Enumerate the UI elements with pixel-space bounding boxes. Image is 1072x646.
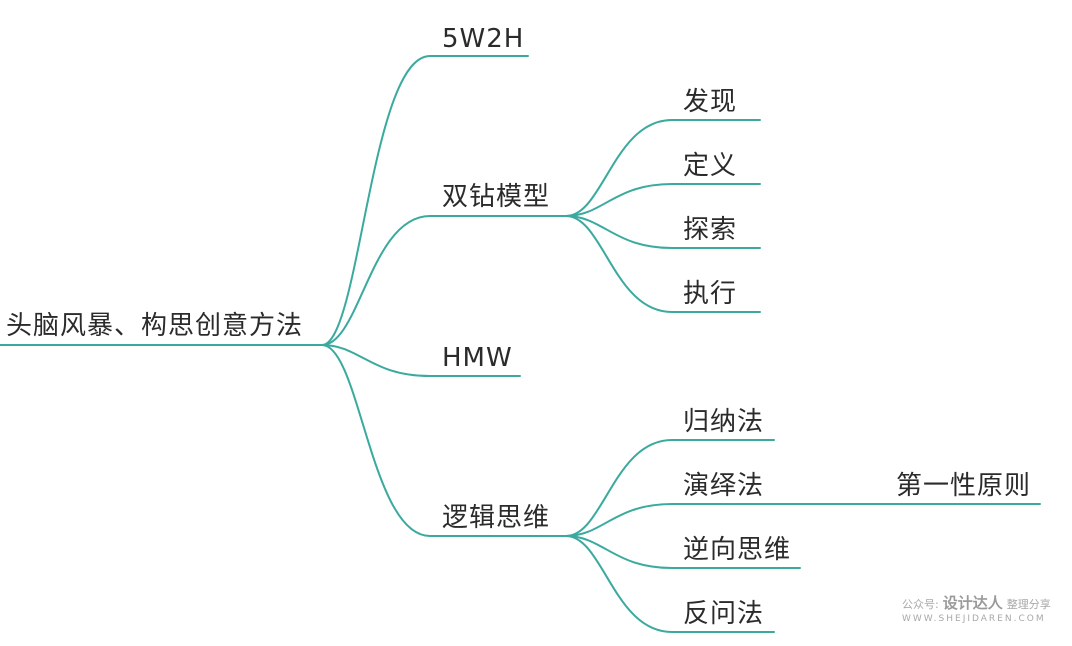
edge-root-logical-thinking — [321, 344, 567, 537]
edge-dd-discover — [565, 119, 761, 217]
leaf-induction: 归纳法 — [683, 407, 765, 437]
edge-lt-reverse — [565, 535, 801, 569]
branch-5w2h: 5W2H — [442, 24, 525, 54]
leaf-reverse-thinking: 逆向思维 — [683, 535, 792, 565]
leaf-first-principles: 第一性原则 — [896, 471, 1032, 501]
edge-lt-rhetorical — [565, 535, 775, 633]
leaf-execute: 执行 — [683, 279, 738, 309]
edge-dd-define — [565, 183, 761, 217]
leaf-explore: 探索 — [683, 215, 738, 245]
watermark: 公众号:设计达人整理分享 WWW.SHEJIDAREN.COM — [902, 594, 1062, 634]
branch-logical-thinking: 逻辑思维 — [442, 503, 551, 533]
mindmap-edges — [0, 55, 1041, 633]
edge-lt-induction — [565, 439, 775, 537]
edge-dd-explore — [565, 215, 761, 249]
leaf-define: 定义 — [683, 151, 738, 181]
watermark-prefix: 公众号: — [902, 598, 939, 611]
watermark-suffix: 整理分享 — [1006, 598, 1051, 611]
edge-root-hmw — [321, 344, 521, 377]
edge-root-double-diamond — [321, 215, 567, 346]
root-node: 头脑风暴、构思创意方法 — [6, 311, 304, 341]
branch-double-diamond: 双钻模型 — [442, 182, 551, 212]
edge-lt-deduction — [565, 503, 1041, 537]
edge-dd-execute — [565, 215, 761, 313]
branch-hmw: HMW — [442, 343, 513, 373]
leaf-discover: 发现 — [683, 87, 738, 117]
leaf-deduction: 演绎法 — [683, 471, 765, 501]
watermark-brand: 设计达人 — [942, 594, 1003, 612]
leaf-rhetorical-question: 反问法 — [683, 599, 765, 629]
watermark-url: WWW.SHEJIDAREN.COM — [902, 614, 1046, 624]
watermark-line: 公众号:设计达人整理分享 — [902, 594, 1051, 614]
edge-root-5w2h — [321, 55, 529, 346]
